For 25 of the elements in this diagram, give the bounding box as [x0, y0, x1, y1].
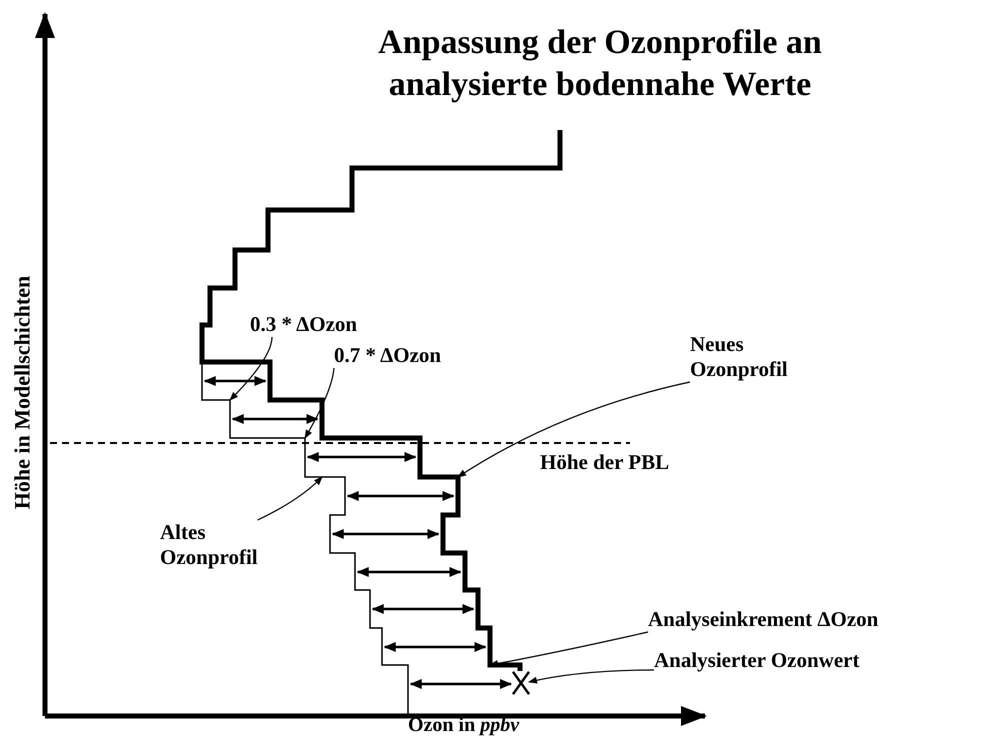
annotation-label: Neues Ozonprofil — [690, 332, 788, 382]
annotation-label: Analyseinkrement ΔOzon — [648, 607, 878, 632]
increment-arrow — [384, 642, 486, 652]
axis-title: Ozon in ppbv — [408, 713, 520, 737]
increment-arrow — [306, 452, 416, 462]
cross-mark — [512, 671, 530, 695]
increment-arrow — [332, 529, 440, 539]
increment-arrow — [232, 414, 318, 424]
increment-arrow — [356, 567, 462, 577]
leader-line — [257, 476, 323, 521]
pbl-label: Höhe der PBL — [540, 450, 670, 475]
leader-line — [229, 336, 273, 401]
leader-line — [528, 669, 654, 684]
increment-arrow — [410, 679, 512, 689]
diagram-title: Anpassung der Ozonprofile an analysierte bodennahe Werte — [377, 23, 823, 105]
annotation-label: 0.7 * ΔOzon — [334, 343, 442, 368]
leader-line — [457, 381, 690, 478]
annotation-label: Altes Ozonprofil — [160, 520, 258, 570]
leader-line — [304, 368, 335, 439]
annotation-label: Analysierter Ozonwert — [654, 648, 860, 673]
increment-arrow — [204, 376, 266, 386]
increment-arrow — [346, 491, 454, 501]
increment-arrow — [372, 604, 474, 614]
axis-title: Höhe in Modellschichten — [10, 274, 34, 512]
annotation-label: 0.3 * ΔOzon — [250, 312, 358, 337]
